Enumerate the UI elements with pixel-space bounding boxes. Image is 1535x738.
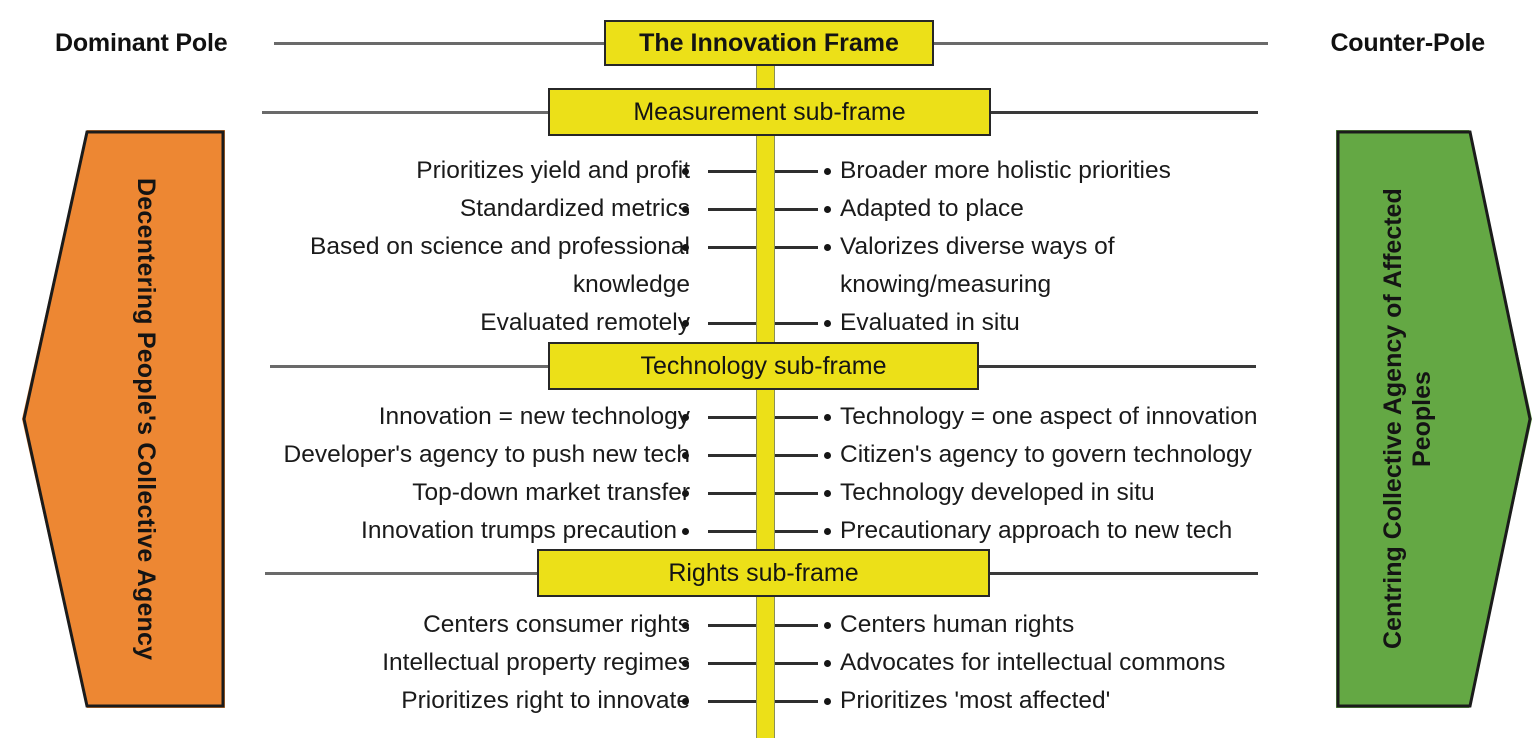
bullet-dot xyxy=(682,660,689,667)
row-left-text: Prioritizes right to innovate xyxy=(401,687,690,714)
row-right-text: Centers human rights xyxy=(840,611,1075,638)
subframe-title-measurement: Measurement sub-frame xyxy=(633,97,906,126)
bullet-dot xyxy=(682,698,689,705)
row-group-rights: Centers consumer rights Centers human ri… xyxy=(0,606,1535,720)
frame-title-box: The Innovation Frame xyxy=(604,20,934,66)
row: Top-down market transfer Technology deve… xyxy=(0,474,1535,512)
bullet-dot xyxy=(682,414,689,421)
rights-rule-right xyxy=(988,572,1258,575)
bullet-dot xyxy=(824,660,831,667)
row-right-text: Adapted to place xyxy=(840,195,1024,222)
counter-pole-arrow-label: Centring Collective Agency of Affected P… xyxy=(1379,188,1436,650)
row-left-text: Centers consumer rights xyxy=(423,611,690,638)
row-right-text: Precautionary approach to new tech xyxy=(840,517,1233,544)
subframe-box-technology: Technology sub-frame xyxy=(548,342,979,390)
row: Prioritizes right to innovate Prioritize… xyxy=(0,682,1535,720)
title-rule-right xyxy=(932,42,1268,45)
row-right-text: Technology developed in situ xyxy=(840,479,1155,506)
bullet-dot xyxy=(824,320,831,327)
row: Based on science and professional knowle… xyxy=(0,228,1535,304)
rights-rule-left xyxy=(265,572,539,575)
row-left-text: Developer's agency to push new tech xyxy=(283,441,690,468)
row-group-technology: Innovation = new technology Technology =… xyxy=(0,398,1535,550)
counter-pole-label: Counter-Pole xyxy=(1330,29,1485,57)
row-right-text: Citizen's agency to govern technology xyxy=(840,441,1252,468)
row-right-text: Advocates for intellectual commons xyxy=(840,649,1226,676)
row-left-text: Evaluated remotely xyxy=(480,309,690,336)
central-spine xyxy=(756,46,775,738)
subframe-title-rights: Rights sub-frame xyxy=(668,558,859,587)
row-right-text: Technology = one aspect of innovation xyxy=(840,403,1258,430)
bullet-dot xyxy=(824,698,831,705)
technology-rule-right xyxy=(977,365,1256,368)
bullet-dot xyxy=(824,528,831,535)
dominant-pole-label: Dominant Pole xyxy=(55,29,228,57)
dominant-pole-arrow-label: Decentering People's Collective Agency xyxy=(132,177,160,661)
bullet-dot xyxy=(824,622,831,629)
bullet-dot xyxy=(824,168,831,175)
row-right-text: Prioritizes 'most affected' xyxy=(840,687,1111,714)
row-right-text: Valorizes diverse ways of knowing/measur… xyxy=(840,233,1115,298)
title-rule-left xyxy=(274,42,606,45)
bullet-dot xyxy=(824,490,831,497)
bullet-dot xyxy=(824,206,831,213)
row-left-text: Top-down market transfer xyxy=(412,479,690,506)
bullet-dot xyxy=(682,452,689,459)
subframe-box-measurement: Measurement sub-frame xyxy=(548,88,991,136)
row-left-text: Innovation trumps precaution xyxy=(361,517,677,544)
frame-title-text: The Innovation Frame xyxy=(639,28,899,57)
subframe-title-technology: Technology sub-frame xyxy=(640,351,887,380)
bullet-dot xyxy=(682,490,689,497)
bullet-dot xyxy=(682,244,689,251)
measurement-rule-right xyxy=(989,111,1258,114)
measurement-rule-left xyxy=(262,111,550,114)
bullet-dot xyxy=(682,528,689,535)
row: Developer's agency to push new tech Citi… xyxy=(0,436,1535,474)
row-left-text: Prioritizes yield and profit xyxy=(416,157,690,184)
row: Evaluated remotely Evaluated in situ xyxy=(0,304,1535,342)
bullet-dot xyxy=(682,622,689,629)
bullet-dot xyxy=(824,452,831,459)
row-right-text: Evaluated in situ xyxy=(840,309,1020,336)
bullet-dot xyxy=(682,168,689,175)
row-left-text: Standardized metrics xyxy=(459,195,690,222)
row: Standardized metrics Adapted to place xyxy=(0,190,1535,228)
technology-rule-left xyxy=(270,365,550,368)
row: Centers consumer rights Centers human ri… xyxy=(0,606,1535,644)
row-left-text: Innovation = new technology xyxy=(378,403,690,430)
counter-pole-arrow-label-wrap: Centring Collective Agency of Affected P… xyxy=(1336,130,1532,708)
subframe-box-rights: Rights sub-frame xyxy=(537,549,990,597)
bullet-dot xyxy=(824,414,831,421)
bullet-dot xyxy=(682,320,689,327)
row-right-text: Broader more holistic priorities xyxy=(840,157,1171,184)
bullet-dot xyxy=(824,244,831,251)
row-left-text: Based on science and professional knowle… xyxy=(309,233,690,298)
row-left-text: Intellectual property regimes xyxy=(382,649,690,676)
dominant-pole-arrow-label-wrap: Decentering People's Collective Agency xyxy=(22,130,225,708)
row: Intellectual property regimes Advocates … xyxy=(0,644,1535,682)
bullet-dot xyxy=(682,206,689,213)
